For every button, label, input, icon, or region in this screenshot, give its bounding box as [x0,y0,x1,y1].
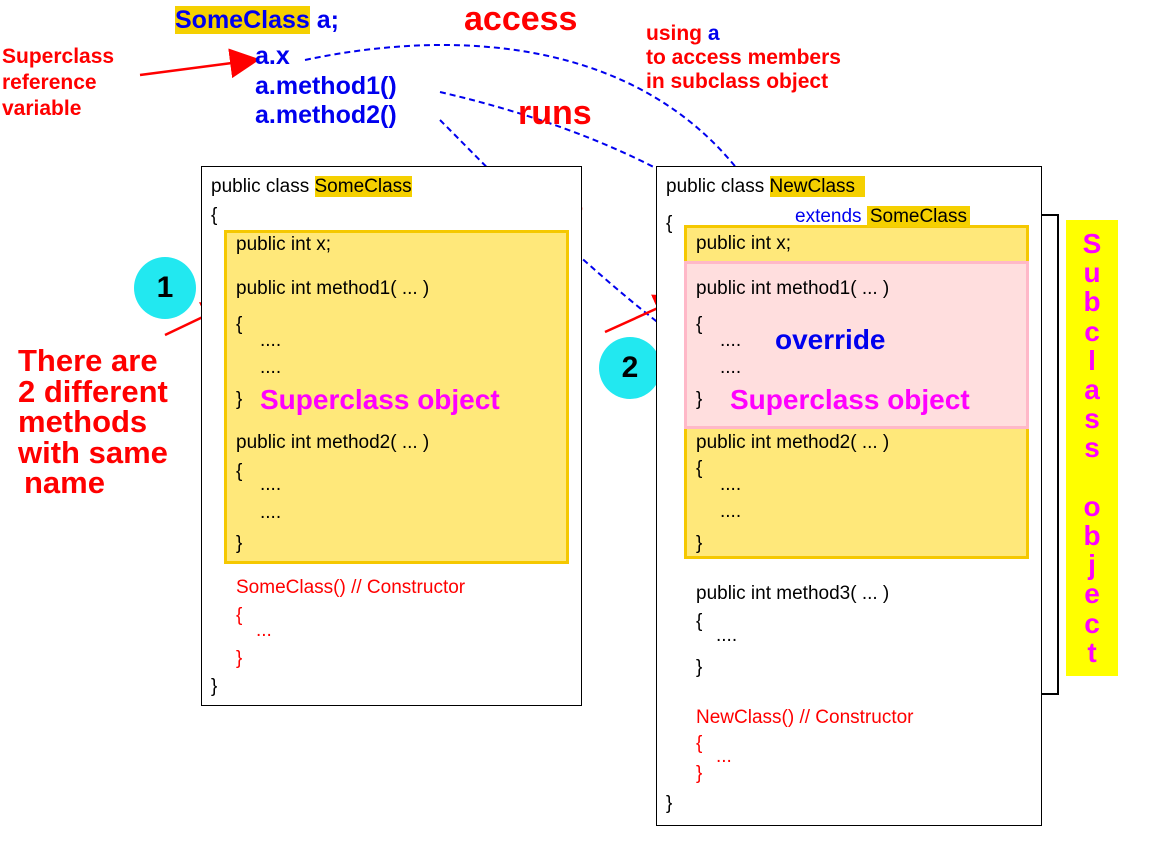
superclass-declaration: public class SomeClass [211,176,412,198]
reference-note-line2: reference [2,71,97,94]
reference-variable-note: Superclass reference variable [2,44,114,122]
subclass-object-letter: c [1084,315,1100,347]
subclass-object-letter: s [1084,403,1100,435]
subclass-close-brace: } [666,793,673,814]
subclass-object-bar [1066,220,1118,676]
superclass-constructor-open: { [236,605,243,626]
subclass-method1-close: } [696,389,703,410]
extends-superclass-name: SomeClass [866,206,970,227]
subclass-object-letter: l [1088,344,1096,376]
subclass-object-letter: s [1084,432,1100,464]
reference-note-line1: Superclass [2,45,115,68]
subclass-method2-close: } [696,533,703,554]
subclass-object-letter: u [1083,257,1101,289]
subclass-constructor-body: ... [716,746,732,767]
subclass-object-letter: b [1083,286,1101,318]
superclass-constructor-sig: SomeClass() // Constructor [236,577,466,598]
call-method1-expr: a.method1() [255,72,397,100]
superclass-method2-body2: .... [260,502,282,523]
superclass-field: public int x; [236,234,332,255]
superclass-name: SomeClass [314,176,412,197]
subclass-field: public int x; [696,233,792,254]
subclass-declaration: public class NewClass [666,176,866,198]
access-arrow [304,44,777,232]
superclass-method2-open: { [236,461,243,482]
runs-arrow-method2 [439,119,819,430]
subclass-method2-body1: .... [720,474,742,495]
call-method2-expr: a.method2() [255,101,397,129]
subclass-open-brace: { [666,213,673,234]
superclass-open-brace: { [211,205,218,226]
subclass-decl-keyword: public class [666,176,770,197]
superclass-method2-close: } [236,533,243,554]
reference-var-name: a; [309,6,339,34]
access-field-expr: a.x [255,42,290,70]
subclass-object-letter: b [1083,520,1101,551]
subclass-object-letter: j [1088,549,1096,581]
subclass-method3-body: .... [716,625,738,646]
using-note-line3: in subclass object [646,70,829,93]
subclass-extends-clause: extends SomeClass [795,206,970,228]
subclass-object-letter: o [1083,490,1101,522]
subclass-method3-close: } [696,657,703,678]
subclass-method1-body2: .... [720,357,742,378]
reference-declaration: SomeClass a; [175,6,339,35]
diff-note-line5: name [24,465,105,500]
superclass-method1-open: { [236,314,243,335]
override-label: override [775,324,886,355]
subclass-method1-body1: .... [720,330,742,351]
superclass-close-brace: } [211,676,218,697]
reference-pointer-arrow [139,48,260,79]
runs-label-1: runs [518,94,592,132]
subclass-superclass-object-label: Superclass object [730,384,970,415]
subclass-method2-body2: .... [720,501,742,522]
subclass-method2-open: { [696,458,703,479]
superclass-decl-keyword: public class [211,176,315,197]
override-region [684,261,1029,429]
extends-keyword: extends [795,206,867,227]
different-methods-note: There are 2 different methods with same … [18,343,168,500]
badge-two: 2 [599,337,661,399]
using-note-var: a [707,22,720,45]
subclass-constructor-open: { [696,733,703,754]
subclass-object-letter: t [1087,636,1097,668]
subclass-object-letter: a [1084,374,1100,405]
subclass-constructor-close: } [696,763,703,784]
using-note-line1: using [646,22,702,45]
superclass-method1-sig: public int method1( ... ) [236,278,430,299]
subclass-object-letter: S [1082,228,1102,259]
reference-note-line3: variable [2,97,82,120]
reference-class-name: SomeClass [175,6,310,34]
access-label: access [464,0,578,38]
superclass-method1-close: } [236,389,243,410]
superclass-object-region [224,230,569,564]
subclass-method1-sig: public int method1( ... ) [696,278,890,299]
diff-note-line2: 2 different [18,373,168,409]
diff-note-line3: methods [18,404,148,439]
subclass-object-letter: c [1084,607,1100,639]
superclass-method1-body2: .... [260,357,282,378]
subclass-method3-sig: public int method3( ... ) [696,583,890,604]
diff-note-line1: There are [18,343,158,378]
using-note: using a to access members in subclass ob… [646,22,841,94]
subclass-method1-open: { [696,314,703,335]
using-note-line2: to access members [646,46,841,69]
diff-note-line4: with same [18,434,168,470]
superclass-method2-sig: public int method2( ... ) [236,432,430,453]
superclass-constructor-body: ... [256,620,272,641]
superclass-method2-body1: .... [260,474,282,495]
subclass-method3-open: { [696,611,703,632]
subclass-object-letter: e [1084,578,1100,610]
superclass-constructor-close: } [236,648,243,669]
subclass-name: NewClass [769,176,866,197]
subclass-constructor-sig: NewClass() // Constructor [696,707,914,728]
superclass-object-label: Superclass object [260,384,500,415]
superclass-method1-body1: .... [260,330,282,351]
badge-one: 1 [134,257,196,319]
subclass-method2-sig: public int method2( ... ) [696,432,890,453]
